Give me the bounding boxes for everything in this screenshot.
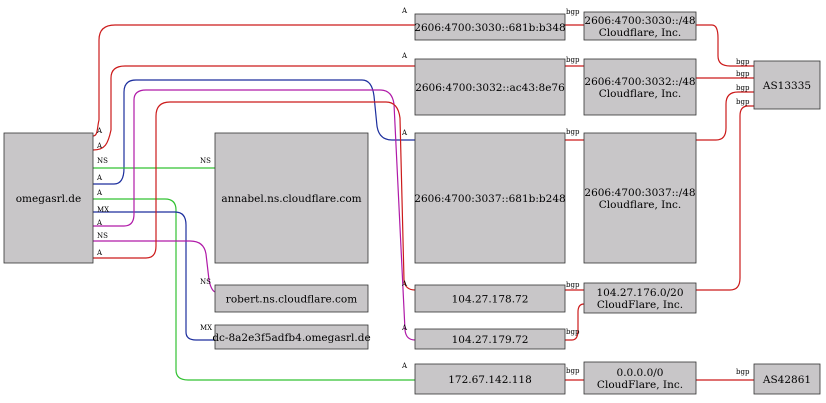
edge-label: A	[401, 7, 408, 15]
node-ns-robert[interactable]: robert.ns.cloudflare.com	[214, 284, 369, 313]
node-label: 104.27.176.0/20	[596, 287, 683, 299]
edge-label: bgp	[736, 58, 750, 66]
node-box	[583, 282, 697, 314]
node-label: dc-8a2e3f5adfb4.omegasrl.de	[212, 332, 370, 344]
edge-label: bgp	[566, 8, 580, 16]
node-box	[414, 132, 566, 264]
node-ns-annabel[interactable]: annabel.ns.cloudflare.com	[214, 132, 369, 264]
node-ip-b248[interactable]: 2606:4700:3037::681b:b248	[414, 132, 566, 264]
node-ip-179[interactable]: 104.27.179.72	[414, 328, 566, 350]
node-box	[583, 11, 697, 41]
node-ip-b348[interactable]: 2606:4700:3030::681b:b348	[414, 13, 566, 41]
edge-label: NS	[200, 278, 211, 286]
node-ip-118[interactable]: 172.67.142.118	[414, 363, 566, 395]
node-label: Cloudflare, Inc.	[599, 88, 682, 100]
edge-label: bgp	[566, 281, 580, 289]
node-box	[414, 363, 566, 395]
node-box	[753, 363, 821, 395]
node-label: CloudFlare, Inc.	[597, 299, 683, 311]
edge-bgp	[696, 91, 754, 141]
node-domain[interactable]: omegasrl.de	[3, 132, 94, 264]
edge-label: A	[401, 362, 408, 370]
edge-label: bgp	[566, 128, 580, 136]
node-ip-178[interactable]: 104.27.178.72	[414, 284, 566, 313]
edge-label: A	[96, 219, 103, 227]
node-box	[583, 361, 697, 395]
node-box	[583, 132, 697, 264]
node-label: 2606:4700:3032::ac43:8e76	[415, 82, 565, 94]
node-box	[214, 132, 369, 264]
edge-label: A	[96, 127, 103, 135]
node-box	[214, 324, 369, 350]
node-label: CloudFlare, Inc.	[597, 379, 683, 391]
edge-label: MX	[200, 324, 212, 332]
edge-a	[92, 24, 415, 137]
edge-label: NS	[97, 157, 108, 165]
node-box	[414, 284, 566, 313]
node-box	[414, 328, 566, 350]
edge-bgp	[696, 105, 754, 291]
node-label: annabel.ns.cloudflare.com	[221, 193, 361, 205]
node-label: 2606:4700:3037::681b:b248	[414, 193, 565, 205]
node-ip-8e76[interactable]: 2606:4700:3032::ac43:8e76	[414, 58, 566, 116]
node-label: 104.27.178.72	[452, 294, 529, 306]
edge-bgp	[696, 24, 754, 67]
node-label: 104.27.179.72	[452, 334, 529, 346]
edge-label: bgp	[566, 328, 580, 336]
node-box	[753, 60, 821, 110]
edge-a	[93, 101, 416, 291]
node-label: 0.0.0.0/0	[617, 367, 664, 379]
node-label: 172.67.142.118	[448, 374, 532, 386]
edge-label: bgp	[736, 84, 750, 92]
edge-label: A	[401, 324, 408, 332]
node-label: 2606:4700:3030::681b:b348	[414, 22, 565, 34]
node-box	[3, 132, 94, 264]
node-box	[414, 58, 566, 116]
edge-a	[93, 89, 416, 341]
edge-label: NS	[200, 157, 211, 165]
node-as13335[interactable]: AS13335	[753, 60, 821, 110]
edge-label: A	[401, 129, 408, 137]
edge-label: A	[401, 52, 408, 60]
node-mx-dc[interactable]: dc-8a2e3f5adfb4.omegasrl.de	[212, 324, 371, 350]
node-label: Cloudflare, Inc.	[599, 199, 682, 211]
edge-bgp	[565, 303, 585, 341]
edge-ns	[93, 240, 216, 293]
edge-label: A	[96, 249, 103, 257]
edge-mx	[93, 211, 215, 341]
edge-a	[93, 79, 415, 185]
edge-label: bgp	[566, 367, 580, 375]
edge-label: MX	[97, 206, 109, 214]
edge-label: bgp	[736, 98, 750, 106]
node-box	[414, 13, 566, 41]
edge-label: A	[96, 174, 103, 182]
node-label: AS13335	[762, 80, 811, 92]
edge-label: bgp	[566, 56, 580, 64]
edge-label: A	[96, 142, 103, 150]
edge-a	[93, 198, 415, 381]
node-as42861[interactable]: AS42861	[753, 363, 821, 395]
node-label: omegasrl.de	[16, 193, 82, 205]
edge-label: bgp	[736, 368, 750, 376]
node-label: 2606:4700:3032::/48	[584, 76, 695, 88]
edge-label: NS	[97, 232, 108, 240]
node-label: 2606:4700:3037::/48	[584, 187, 695, 199]
node-label: robert.ns.cloudflare.com	[226, 294, 357, 306]
node-box	[583, 58, 697, 116]
edge-label: bgp	[736, 70, 750, 78]
edge-label: A	[401, 280, 408, 288]
node-label: AS42861	[762, 374, 811, 386]
edge-a	[92, 65, 415, 151]
node-label: Cloudflare, Inc.	[599, 27, 682, 39]
node-label: 2606:4700:3030::/48	[584, 15, 695, 27]
edge-label: A	[96, 189, 103, 197]
node-box	[214, 284, 369, 313]
